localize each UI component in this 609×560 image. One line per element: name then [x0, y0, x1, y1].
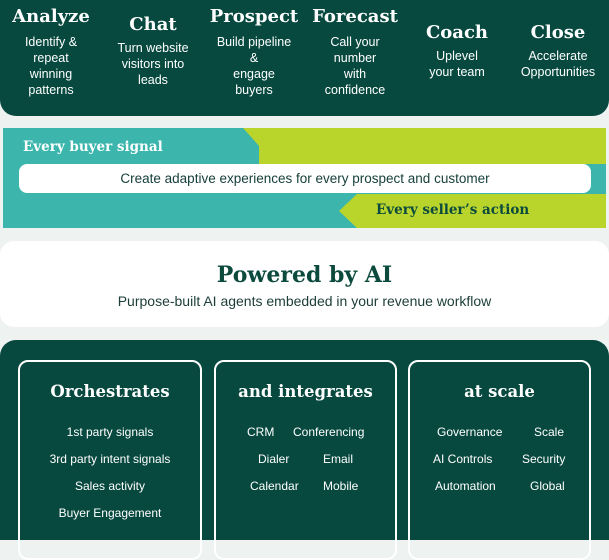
signal-list: 1st party signals 3rd party intent signa…: [20, 424, 200, 532]
powered-by-ai-card: Powered by AI Purpose-built AI agents em…: [0, 241, 609, 327]
buyer-signal-label: Every buyer signal: [23, 139, 163, 155]
capability-title: Close: [530, 22, 586, 43]
list-item: 3rd party intent signals: [49, 452, 171, 466]
capability-title: Prospect: [209, 6, 299, 27]
capability-description: Turn website visitors into leads: [117, 41, 189, 87]
list-item: Dialer: [258, 452, 290, 466]
capability-chat[interactable]: Chat Turn website visitors into leads: [108, 14, 198, 88]
capability-close[interactable]: Close Accelerate Opportunities: [510, 22, 606, 80]
capability-description: Accelerate Opportunities: [520, 49, 596, 79]
panel-title: Orchestrates: [50, 382, 170, 401]
list-item: 1st party signals: [66, 425, 154, 439]
list-item: Email: [323, 452, 354, 466]
capability-description: Uplevel your team: [429, 49, 485, 79]
list-item: Automation: [435, 479, 496, 493]
list-item: Global: [530, 479, 565, 493]
capability-prospect[interactable]: Prospect Build pipeline & engage buyers: [206, 6, 302, 98]
at-scale-panel: at scale Governance Scale AI Controls Se…: [408, 360, 591, 560]
ai-subtitle: Purpose-built AI agents embedded in your…: [117, 293, 492, 309]
capability-coach[interactable]: Coach Uplevel your team: [414, 22, 500, 80]
lime-lower-arrow: [339, 194, 606, 228]
list-item: Security: [522, 452, 566, 466]
list-item: Conferencing: [293, 425, 365, 439]
lime-upper-chevron: [243, 128, 606, 164]
capability-description: Identify & repeat winning patterns: [24, 35, 78, 97]
list-item: AI Controls: [433, 452, 493, 466]
list-item: Sales activity: [74, 479, 146, 493]
integrates-panel: and integrates CRM Conferencing Dialer E…: [214, 360, 397, 560]
ai-title: Powered by AI: [216, 262, 393, 288]
seller-action-label: Every seller’s action: [376, 202, 530, 218]
lime-upper-tip: [243, 128, 259, 164]
panel-title: at scale: [464, 382, 535, 401]
list-item: Scale: [534, 425, 565, 439]
capability-analyze[interactable]: Analyze Identify & repeat winning patter…: [6, 6, 96, 98]
list-item: Governance: [437, 425, 503, 439]
orchestrates-panel: Orchestrates 1st party signals 3rd party…: [18, 360, 202, 560]
adaptive-experiences-pill: Create adaptive experiences for every pr…: [19, 164, 591, 193]
list-item: Calendar: [250, 479, 299, 493]
capability-title: Chat: [129, 14, 177, 35]
capability-description: Build pipeline & engage buyers: [216, 35, 292, 97]
platform-band: Orchestrates 1st party signals 3rd party…: [0, 340, 609, 560]
capability-title: Coach: [425, 22, 489, 43]
capability-title: Analyze: [12, 6, 90, 27]
capability-forecast[interactable]: Forecast Call your number with confidenc…: [310, 6, 400, 98]
capability-description: Call your number with confidence: [324, 35, 386, 97]
list-item: Buyer Engagement: [58, 506, 162, 520]
list-item: CRM: [247, 425, 275, 439]
list-item: Mobile: [323, 479, 359, 493]
signal-band: Every buyer signal Create adaptive exper…: [3, 128, 606, 228]
capabilities-band: Analyze Identify & repeat winning patter…: [0, 0, 609, 116]
capability-title: Forecast: [312, 6, 398, 27]
panel-title: and integrates: [238, 382, 373, 401]
